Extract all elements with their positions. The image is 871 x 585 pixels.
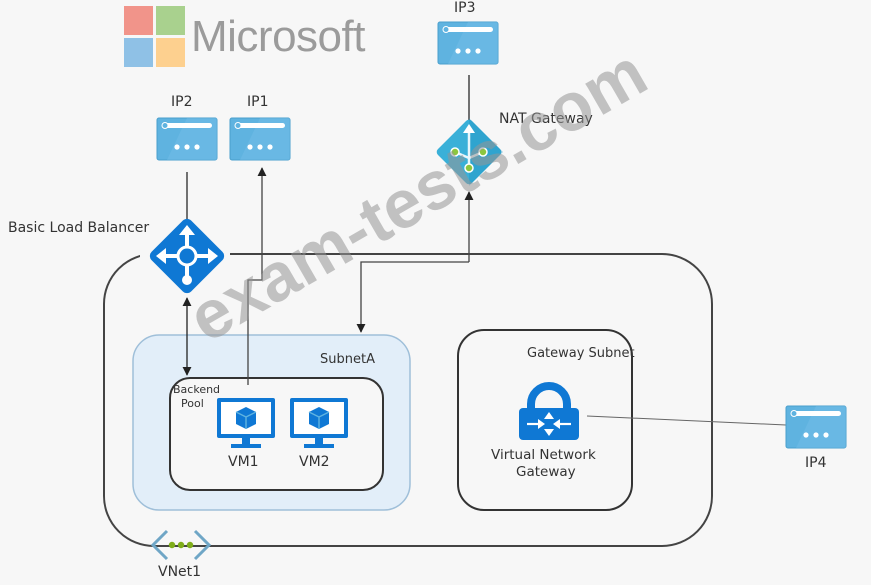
subnet-a-label: SubnetA	[320, 352, 375, 367]
ip2-label: IP2	[171, 94, 193, 110]
logo-square-red	[124, 6, 153, 35]
virtual-network-gateway-icon[interactable]	[519, 382, 579, 440]
load-balancer-icon[interactable]	[147, 216, 226, 295]
microsoft-logo-squares	[124, 6, 185, 67]
backend-pool-label-line1: Backend	[173, 383, 221, 396]
load-balancer-label: Basic Load Balancer	[8, 220, 150, 236]
edge-nat-subnet	[356, 261, 469, 333]
vnet1-label: VNet1	[158, 564, 202, 580]
ip1-label: IP1	[247, 94, 269, 110]
edge-vngw-ip4	[586, 415, 787, 426]
ip4-label: IP4	[805, 455, 827, 471]
ip3-icon[interactable]	[437, 21, 499, 65]
microsoft-logo: Microsoft	[124, 6, 365, 67]
ip3-label: IP3	[454, 0, 476, 16]
logo-square-yellow	[156, 38, 185, 67]
gateway-subnet-label: Gateway Subnet	[527, 346, 635, 361]
ip2-icon[interactable]	[156, 117, 218, 161]
microsoft-wordmark: Microsoft	[191, 11, 365, 61]
vm2-label: VM2	[299, 454, 330, 470]
backend-pool-label-line2: Pool	[181, 397, 204, 410]
ip1-icon[interactable]	[229, 117, 291, 161]
vm1-label: VM1	[228, 454, 259, 470]
vnet-gateway-label-line1: Virtual Network	[491, 447, 596, 463]
nat-gateway-label: NAT Gateway	[499, 111, 593, 127]
vnet-gateway-label-line2: Gateway	[516, 464, 576, 480]
ip4-icon[interactable]	[785, 405, 847, 449]
logo-square-blue	[124, 38, 153, 67]
logo-square-green	[156, 6, 185, 35]
vnet1-icon	[150, 529, 212, 561]
nat-gateway-icon[interactable]	[435, 118, 503, 186]
edge-vm1-ip1	[247, 167, 267, 385]
